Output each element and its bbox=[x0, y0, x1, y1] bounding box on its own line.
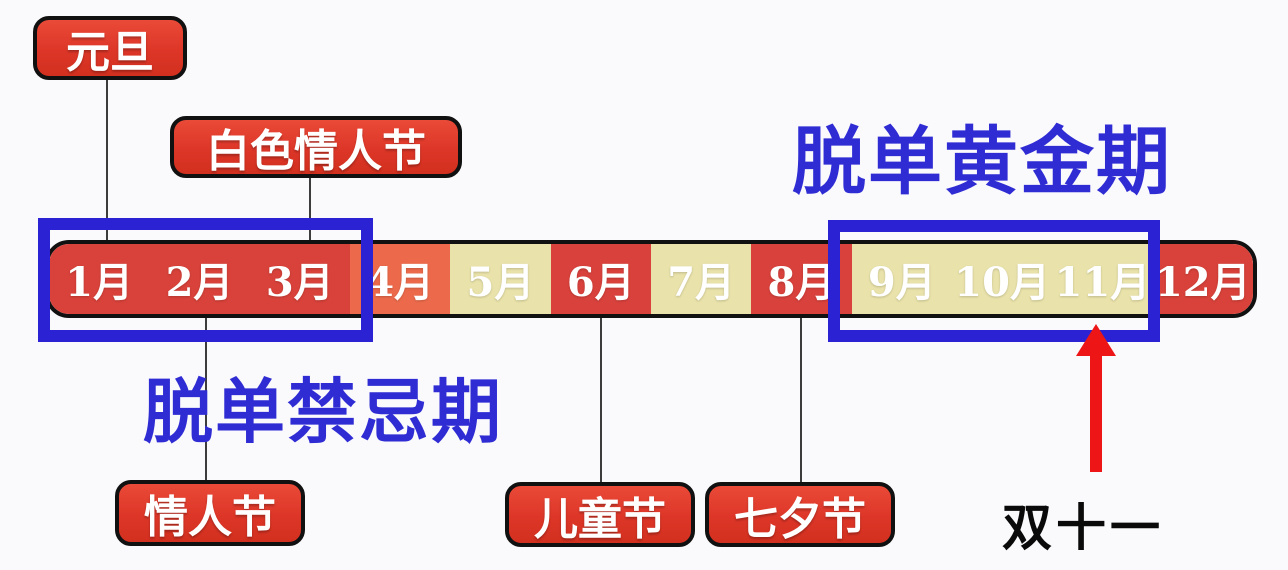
month-segment-dec: 12月 bbox=[1152, 244, 1253, 314]
double-eleven-arrow-head-icon bbox=[1076, 324, 1116, 356]
month-label: 9月 bbox=[867, 259, 936, 306]
month-label: 2月 bbox=[165, 259, 234, 306]
taboo-period-highlight-box bbox=[38, 218, 373, 342]
double-eleven-arrow-shaft bbox=[1090, 352, 1102, 472]
holiday-label: 儿童节 bbox=[534, 493, 666, 545]
holiday-box-qixi-festival: 七夕节 bbox=[705, 482, 895, 547]
connector-qixi-to-aug bbox=[800, 318, 802, 482]
holiday-label: 七夕节 bbox=[734, 493, 866, 545]
month-label: 4月 bbox=[366, 259, 435, 306]
month-label: 10月 bbox=[954, 259, 1050, 306]
month-segment-may: 5月 bbox=[450, 244, 551, 314]
connector-white-valentine-to-mar bbox=[309, 178, 311, 240]
month-segment-jan: 1月 bbox=[49, 244, 150, 314]
double-eleven-label: 双十一 bbox=[1002, 499, 1164, 557]
month-label: 8月 bbox=[767, 259, 836, 306]
connector-valentine-to-feb bbox=[205, 318, 207, 480]
connector-yuandan-to-jan bbox=[106, 80, 108, 240]
holiday-box-white-valentines-day: 白色情人节 bbox=[170, 116, 462, 178]
month-label: 7月 bbox=[667, 259, 736, 306]
holiday-box-childrens-day: 儿童节 bbox=[505, 482, 695, 547]
month-segment-nov: 11月 bbox=[1052, 244, 1153, 314]
month-label: 11月 bbox=[1054, 259, 1151, 306]
month-segment-jun: 6月 bbox=[550, 244, 651, 314]
month-segment-oct: 10月 bbox=[951, 244, 1053, 314]
connector-children-to-jun bbox=[600, 318, 602, 482]
holiday-label: 元旦 bbox=[66, 27, 154, 78]
holiday-box-valentines-day: 情人节 bbox=[115, 480, 305, 546]
holiday-label: 情人节 bbox=[144, 492, 276, 543]
holiday-box-new-years-day: 元旦 bbox=[33, 16, 187, 80]
month-segment-feb: 2月 bbox=[149, 244, 250, 314]
taboo-period-title: 脱单禁忌期 bbox=[143, 371, 503, 453]
holiday-label: 白色情人节 bbox=[206, 126, 426, 177]
month-segment-mar: 3月 bbox=[249, 244, 350, 314]
month-segment-sep: 9月 bbox=[851, 244, 952, 314]
month-segment-jul: 7月 bbox=[650, 244, 752, 314]
month-label: 12月 bbox=[1154, 259, 1251, 306]
golden-period-title: 脱单黄金期 bbox=[792, 119, 1172, 205]
month-label: 6月 bbox=[566, 259, 635, 306]
month-label: 3月 bbox=[265, 259, 334, 306]
month-label: 5月 bbox=[466, 259, 535, 306]
month-label: 1月 bbox=[65, 259, 134, 306]
